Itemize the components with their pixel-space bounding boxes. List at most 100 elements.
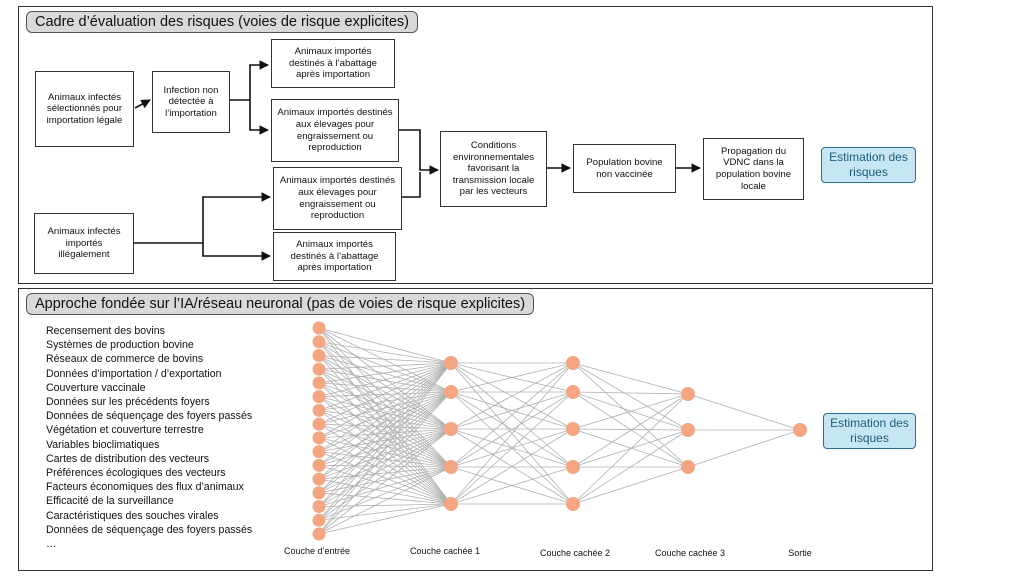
network-node [444, 356, 458, 370]
network-edge [318, 464, 452, 468]
network-node [444, 385, 458, 399]
network-edge [572, 362, 689, 395]
network-edge [318, 503, 452, 521]
network-edge [318, 391, 452, 507]
network-edge [318, 355, 452, 393]
network-edge [450, 391, 574, 468]
network-edge [318, 391, 452, 439]
undetected-infection-box: Infection non détectée à l’importation [152, 71, 230, 133]
network-edge [318, 410, 452, 505]
network-edge [450, 428, 574, 505]
network-edge [318, 396, 452, 468]
illegal-farms-box: Animaux importés destinés aux élevages p… [273, 167, 402, 230]
network-edge [318, 355, 452, 430]
network-edge [318, 362, 452, 384]
network-edge [318, 437, 452, 468]
network-edge [318, 382, 452, 393]
network-node [681, 423, 695, 437]
network-edge [318, 410, 452, 430]
network-edge [318, 362, 452, 425]
network-edge [318, 466, 452, 521]
network-edge [450, 391, 574, 430]
network-edge [318, 362, 452, 439]
network-edge [318, 391, 452, 452]
network-edge [318, 362, 452, 480]
network-edge [318, 382, 452, 468]
network-edge [450, 391, 574, 505]
network-edge [318, 355, 452, 468]
network-edge [318, 503, 452, 535]
network-node [312, 362, 326, 376]
network-node [312, 431, 326, 445]
network-node [566, 460, 580, 474]
network-edge [318, 368, 452, 468]
network-edge [318, 327, 452, 364]
illegal-source-box: Animaux infectés importés illégalement [34, 213, 134, 274]
network-node [312, 513, 326, 527]
network-edge [687, 393, 801, 431]
ai-panel [18, 288, 933, 571]
network-node [312, 445, 326, 459]
network-edge [450, 362, 574, 430]
input-feature: Réseaux de commerce de bovins [46, 353, 204, 366]
network-node [312, 390, 326, 404]
network-node [312, 458, 326, 472]
network-edge [318, 382, 452, 430]
network-edge [318, 327, 452, 393]
network-node [566, 356, 580, 370]
lsdv-propagation-box: Propagation du VDNC dans la population b… [703, 138, 804, 200]
network-node [566, 497, 580, 511]
environmental-conditions-box: Conditions environnementales favorisant … [440, 131, 547, 207]
network-edge [318, 410, 452, 468]
network-edge [318, 437, 452, 505]
network-node [312, 376, 326, 390]
legal-source-box: Animaux infectés sélectionnés pour impor… [35, 71, 134, 147]
network-node [312, 321, 326, 335]
network-edge [318, 391, 452, 521]
network-edge [318, 327, 452, 505]
layer-label: Couche cachée 3 [654, 548, 726, 558]
arrow-undetected-farms [249, 100, 269, 135]
network-edge [450, 362, 574, 468]
network-edge [318, 341, 452, 505]
network-edge [318, 466, 452, 480]
network-edge [318, 423, 452, 468]
network-edge [318, 327, 452, 430]
network-edge [318, 362, 452, 494]
network-edge [572, 391, 689, 431]
network-edge [572, 393, 689, 468]
network-edge [318, 362, 452, 521]
input-feature: … [46, 538, 57, 550]
network-edge [318, 451, 452, 505]
arrow-illegal-branch [134, 192, 271, 244]
layer-label: Couche d’entrée [283, 546, 351, 556]
network-edge [318, 341, 452, 430]
network-edge [318, 428, 452, 535]
network-edge [572, 362, 689, 431]
network-edge [318, 341, 452, 364]
layer-label: Sortie [788, 548, 812, 558]
input-feature: Caractéristiques des souches virales [46, 509, 219, 522]
arrow-legal-to-undetected [134, 99, 151, 109]
network-node [312, 348, 326, 362]
network-node [681, 460, 695, 474]
network-node [312, 417, 326, 431]
ai-risk-estimate: Estimation des risques [823, 413, 916, 449]
input-feature: Données de séquençage des foyers passés [46, 410, 253, 423]
network-edge [318, 368, 452, 505]
layer-label: Couche cachée 1 [409, 546, 481, 556]
network-edge [572, 466, 689, 505]
network-node [566, 422, 580, 436]
network-edge [318, 478, 452, 505]
network-edge [318, 362, 452, 535]
network-edge [318, 396, 452, 505]
network-node [444, 497, 458, 511]
input-feature: Végétation et couverture terrestre [46, 424, 204, 437]
network-node [312, 472, 326, 486]
network-edge [318, 466, 452, 494]
network-edge [318, 391, 452, 480]
network-edge [450, 362, 574, 393]
network-edge [572, 391, 689, 395]
arrow-illegal-slaughter [202, 243, 271, 261]
